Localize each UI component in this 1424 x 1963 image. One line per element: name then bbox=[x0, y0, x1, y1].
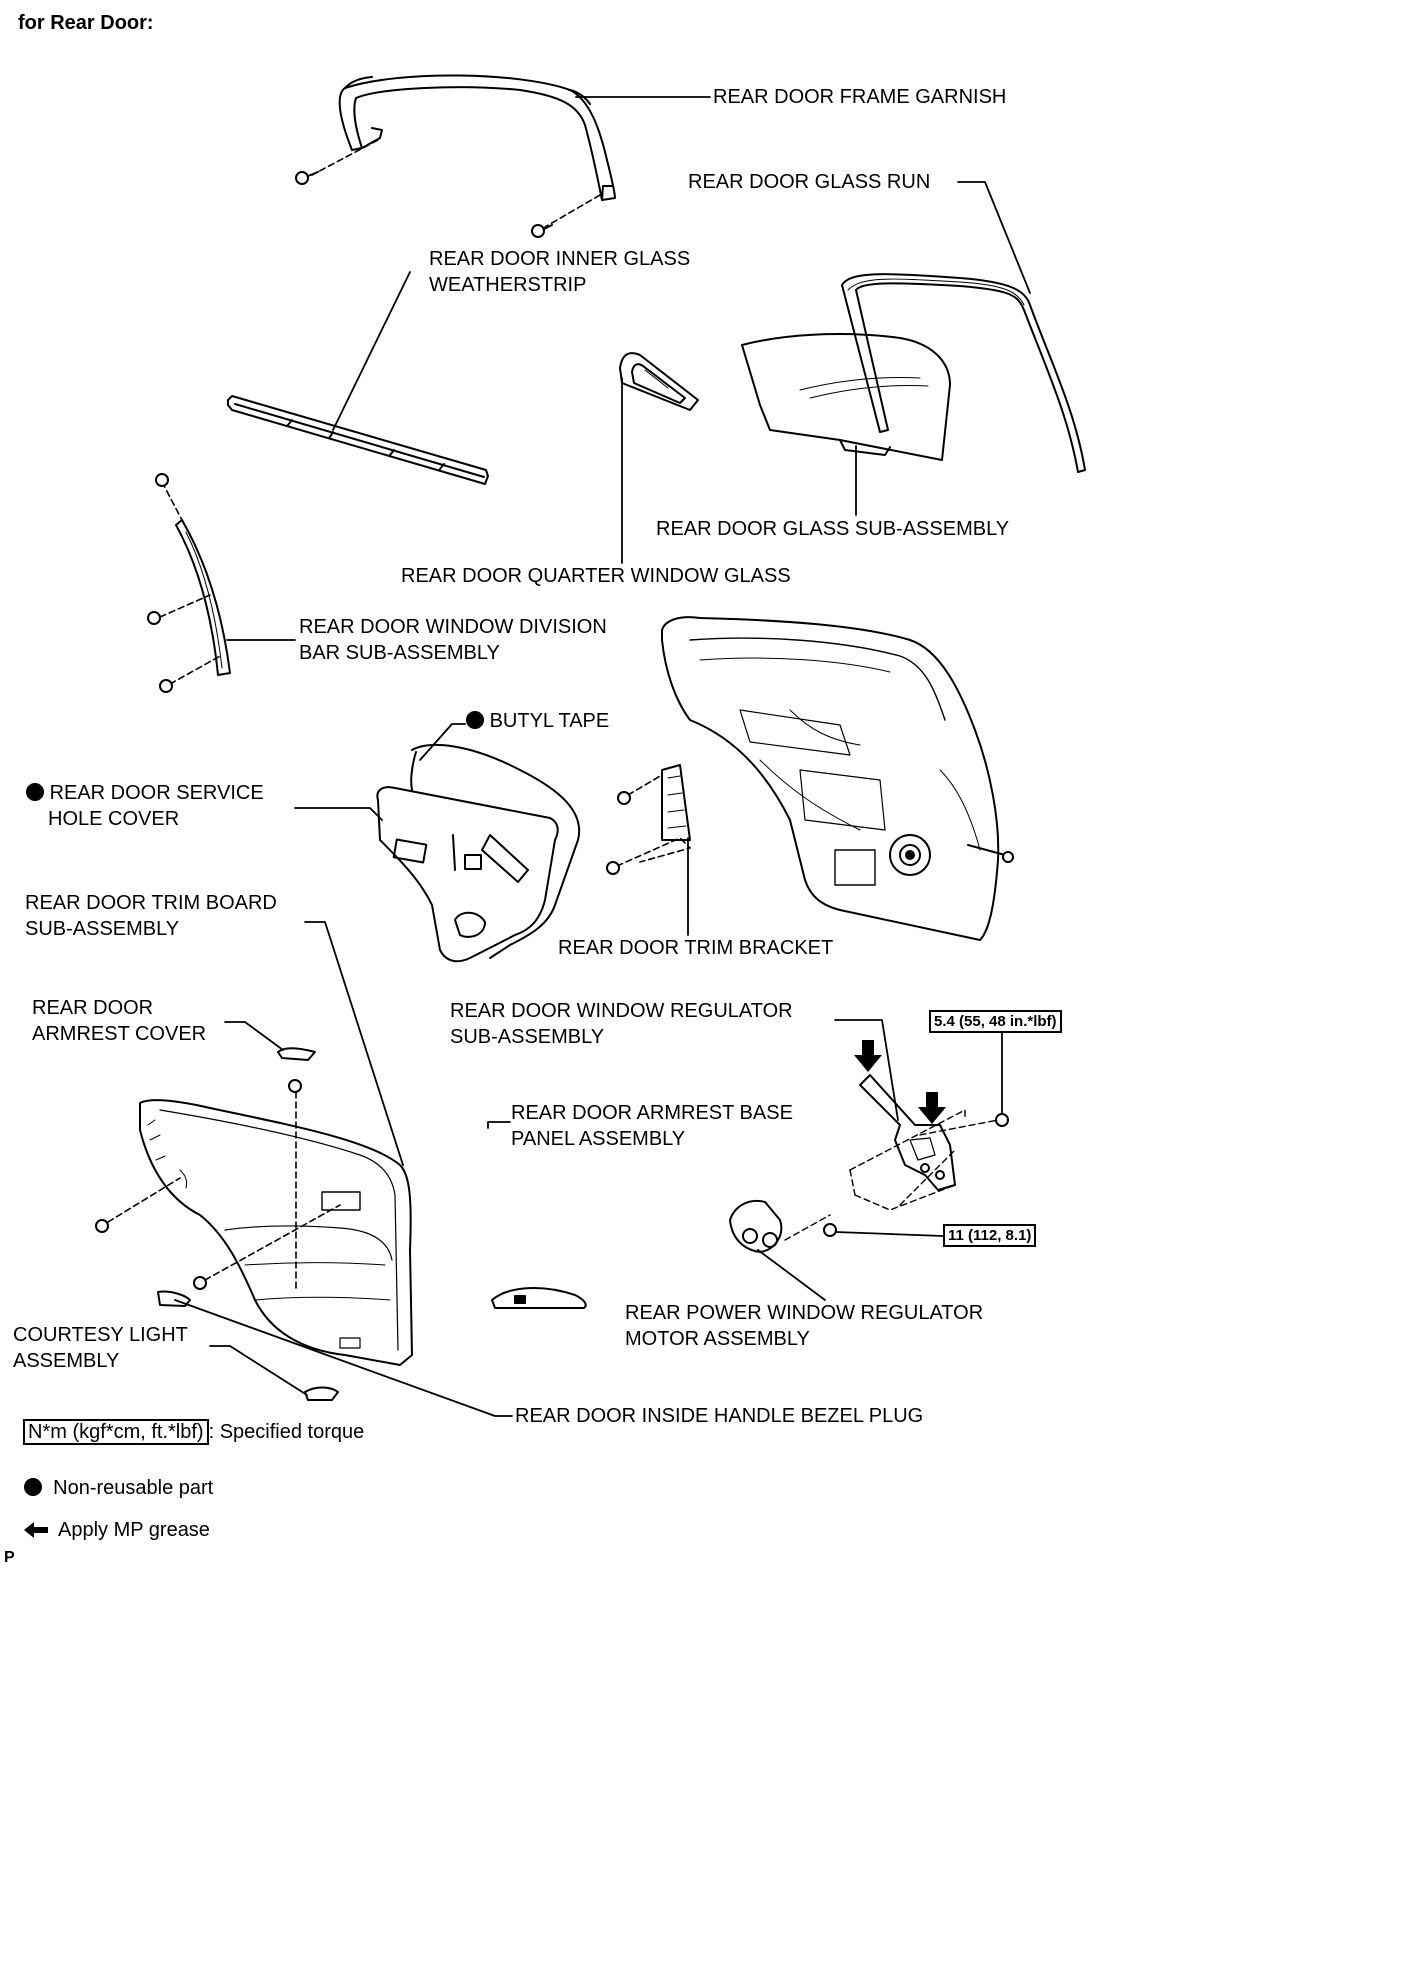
label-trim-board-line2: SUB-ASSEMBLY bbox=[25, 918, 180, 940]
grease-arrows bbox=[854, 1040, 946, 1124]
label-motor-line2: MOTOR ASSEMBLY bbox=[625, 1328, 810, 1350]
door-glass-drawing bbox=[741, 333, 951, 461]
courtesy-light-drawing bbox=[304, 1386, 339, 1401]
label-inner-weatherstrip-line1: REAR DOOR INNER GLASS bbox=[429, 248, 691, 270]
window-regulator-drawing bbox=[849, 1074, 999, 1211]
exploded-parts-diagram: for Rear Door: REAR DOOR FRAME GARNISH R… bbox=[4, 12, 1086, 1566]
corner-mark: P bbox=[4, 1549, 15, 1566]
label-armrest-base-line2: PANEL ASSEMBLY bbox=[511, 1128, 686, 1150]
trim-bracket-screws bbox=[606, 791, 631, 875]
label-service-cover-line2: HOLE COVER bbox=[48, 808, 180, 830]
division-bar-drawing bbox=[175, 519, 231, 676]
service-hole-cover-drawing bbox=[376, 744, 581, 963]
armrest-cover-drawing bbox=[224, 1021, 316, 1061]
label-courtesy-light-line1: COURTESY LIGHT bbox=[13, 1324, 188, 1346]
label-butyl-tape-text: BUTYL TAPE bbox=[489, 710, 610, 732]
quarter-glass-drawing bbox=[619, 352, 699, 411]
trim-board-drawing bbox=[139, 1099, 413, 1366]
inner-weatherstrip-drawing bbox=[227, 395, 489, 485]
parts-illustration bbox=[24, 74, 1086, 1538]
label-regulator-line1: REAR DOOR WINDOW REGULATOR bbox=[450, 1000, 793, 1022]
legend-grease-text: Apply MP grease bbox=[58, 1519, 210, 1541]
label-courtesy-light-line2: ASSEMBLY bbox=[13, 1350, 120, 1372]
non-reusable-dot-icon bbox=[26, 783, 44, 801]
label-division-bar-line2: BAR SUB-ASSEMBLY bbox=[299, 642, 500, 664]
door-panel-drawing bbox=[661, 616, 1014, 941]
label-division-bar-line1: REAR DOOR WINDOW DIVISION bbox=[299, 616, 607, 638]
label-armrest-cover-line1: REAR DOOR bbox=[32, 997, 154, 1019]
division-bar-screws bbox=[147, 473, 173, 693]
bezel-plug-drawing bbox=[157, 1290, 191, 1307]
torque-motor-bolt: 11 (112, 8.1) bbox=[943, 1224, 1037, 1247]
non-reusable-dot-icon bbox=[466, 711, 484, 729]
label-trim-bracket: REAR DOOR TRIM BRACKET bbox=[558, 937, 834, 959]
frame-garnish-screws bbox=[295, 171, 553, 238]
trim-board-screw-lines bbox=[107, 1091, 341, 1291]
label-inner-weatherstrip-line2: WEATHERSTRIP bbox=[429, 274, 587, 296]
legend-grease-arrow bbox=[24, 1522, 48, 1538]
frame-garnish-drawing bbox=[338, 74, 616, 201]
legend-nonreusable: Non-reusable part bbox=[24, 1475, 213, 1501]
butyl-tape-leader bbox=[419, 723, 466, 761]
label-glass-sub-assembly: REAR DOOR GLASS SUB-ASSEMBLY bbox=[656, 518, 1010, 540]
glass-run-drawing bbox=[841, 273, 1086, 473]
label-service-cover-line1: REAR DOOR SERVICE bbox=[26, 780, 264, 806]
legend-nonreusable-text: Non-reusable part bbox=[53, 1477, 214, 1499]
legend-torque-text: : Specified torque bbox=[208, 1421, 365, 1443]
label-trim-board-line1: REAR DOOR TRIM BOARD bbox=[25, 892, 277, 914]
non-reusable-dot-icon bbox=[24, 1478, 42, 1496]
division-bar-screws-lines bbox=[159, 481, 223, 685]
label-regulator-line2: SUB-ASSEMBLY bbox=[450, 1026, 605, 1048]
legend-torque: N*m (kgf*cm, ft.*lbf): Specified torque bbox=[23, 1419, 364, 1445]
armrest-base-drawing bbox=[487, 1121, 587, 1309]
trim-board-screws bbox=[95, 1079, 302, 1290]
motor-drawing bbox=[729, 1200, 831, 1253]
frame-garnish-clips bbox=[311, 139, 601, 228]
trim-bracket-drawing bbox=[616, 764, 691, 867]
label-armrest-cover-line2: ARMREST COVER bbox=[32, 1023, 207, 1045]
label-service-cover-text: REAR DOOR SERVICE bbox=[49, 782, 264, 804]
diagram-title: for Rear Door: bbox=[18, 12, 154, 34]
label-butyl-tape: BUTYL TAPE bbox=[466, 708, 609, 734]
torque-regulator-bolt: 5.4 (55, 48 in.*lbf) bbox=[929, 1010, 1062, 1033]
legend-torque-box: N*m (kgf*cm, ft.*lbf) bbox=[23, 1419, 209, 1445]
label-bezel-plug: REAR DOOR INSIDE HANDLE BEZEL PLUG bbox=[515, 1405, 924, 1427]
label-armrest-base-line1: REAR DOOR ARMREST BASE bbox=[511, 1102, 793, 1124]
regulator-bolts bbox=[823, 1113, 1009, 1237]
leader-lines bbox=[174, 96, 1031, 1417]
label-frame-garnish: REAR DOOR FRAME GARNISH bbox=[713, 86, 1007, 108]
label-quarter-window-glass: REAR DOOR QUARTER WINDOW GLASS bbox=[401, 565, 791, 587]
label-motor-line1: REAR POWER WINDOW REGULATOR bbox=[625, 1302, 984, 1324]
label-glass-run: REAR DOOR GLASS RUN bbox=[688, 171, 931, 193]
